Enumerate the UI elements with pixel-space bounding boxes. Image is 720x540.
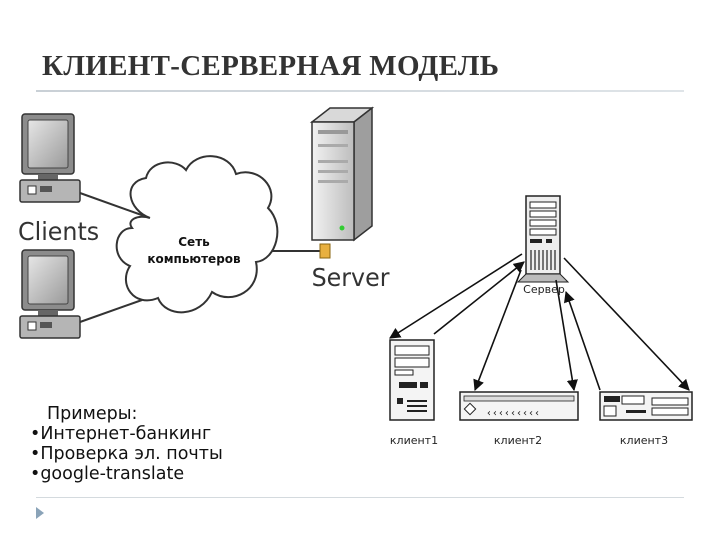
arrow-server-client2-b [555, 279, 578, 392]
arrow-server-client1 [389, 253, 523, 339]
client-desktop-icon [599, 391, 693, 421]
example-item: •google-translate [30, 464, 185, 484]
example-item: •Проверка эл. почты [30, 444, 223, 464]
client-computer-icon [19, 249, 81, 339]
client3-label: клиент3 [620, 434, 668, 447]
server-tower-icon [516, 195, 570, 283]
arrow-client3-server [564, 290, 601, 391]
server-label: Server [312, 262, 391, 292]
example-item: •Интернет-банкинг [30, 424, 212, 444]
arrow-client1-server [433, 261, 525, 335]
network-cloud-icon [115, 155, 279, 314]
client2-label: клиент2 [494, 434, 542, 447]
footer-divider [36, 497, 684, 498]
client1-link [79, 192, 151, 219]
client-computer-icon [19, 113, 81, 203]
cloud-label-line2: компьютеров [147, 252, 241, 266]
client-rack-icon: ‹‹‹‹‹‹‹‹‹ [459, 391, 579, 421]
server-ru-label: Сервер [523, 283, 565, 296]
svg-text:‹‹‹‹‹‹‹‹‹: ‹‹‹‹‹‹‹‹‹ [486, 408, 540, 419]
page-title: КЛИЕНТ-СЕРВЕРНАЯ МОДЕЛЬ [42, 50, 500, 82]
title-divider [36, 90, 684, 92]
arrow-server-client2-a [473, 269, 522, 392]
next-slide-arrow-icon[interactable] [36, 507, 44, 519]
examples-heading: Примеры: [47, 404, 138, 424]
server-tower-icon [309, 106, 375, 259]
arrow-server-client3 [563, 257, 690, 391]
clients-label: Clients [18, 216, 99, 246]
client-tower-icon [389, 339, 435, 421]
cloud-label-line1: Сеть [178, 235, 210, 249]
client1-label: клиент1 [390, 434, 438, 447]
client2-link [79, 299, 143, 323]
examples-block: Примеры: •Интернет-банкинг •Проверка эл.… [30, 404, 223, 484]
